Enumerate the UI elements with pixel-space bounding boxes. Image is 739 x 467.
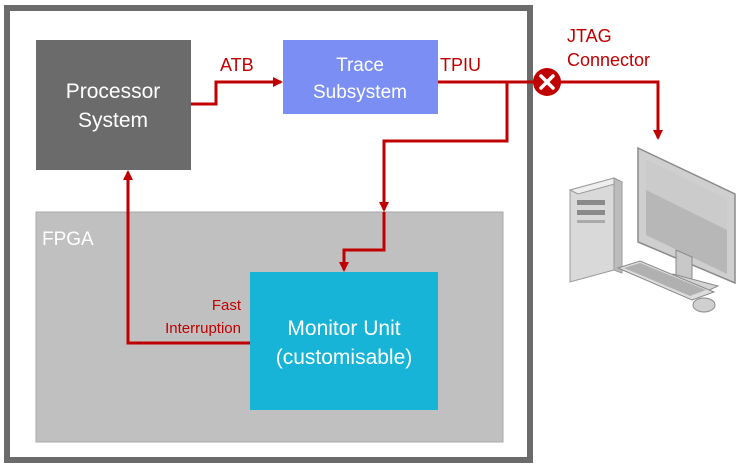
trace-to-monitor-link [379, 82, 509, 212]
jtag-label-line1: JTAG [567, 26, 612, 46]
trace-subsystem-block[interactable] [283, 40, 438, 114]
monitor-unit-label-line1: Monitor Unit [287, 317, 400, 340]
atb-link [191, 77, 283, 106]
processor-system-block[interactable] [36, 40, 191, 170]
processor-system-label-line2: System [78, 109, 148, 132]
x-circle-icon[interactable] [533, 68, 561, 96]
tpiu-label: TPIU [440, 55, 481, 75]
fpga-label: FPGA [42, 229, 94, 250]
trace-subsystem-label-line1: Trace [336, 55, 384, 76]
fpga-to-monitor-link [339, 212, 386, 272]
processor-system-label-line1: Processor [66, 80, 161, 103]
jtag-link [530, 80, 663, 140]
fast-interruption-label-line2: Interruption [165, 320, 241, 337]
fast-interruption-link [123, 170, 250, 345]
desktop-computer-icon[interactable] [568, 146, 736, 313]
monitor-unit-label-line2: (customisable) [276, 346, 413, 369]
fast-interruption-label-line1: Fast [212, 297, 242, 314]
trace-subsystem-label-line2: Subsystem [313, 82, 407, 103]
jtag-label-line2: Connector [567, 50, 650, 70]
monitor-unit-block[interactable] [250, 272, 438, 410]
atb-label: ATB [220, 55, 254, 75]
